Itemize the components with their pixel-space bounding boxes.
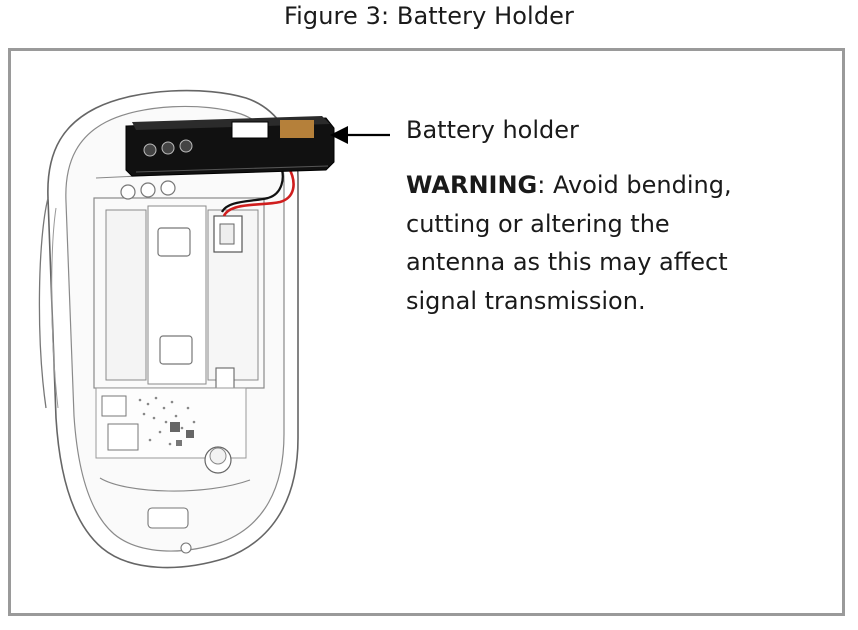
bottom-screw bbox=[180, 542, 192, 554]
warning-text-line1: Avoid bending, bbox=[545, 171, 732, 199]
battery-holder bbox=[125, 116, 335, 177]
pcb-component-2 bbox=[107, 423, 139, 451]
pcb-chip-3 bbox=[176, 440, 182, 446]
antenna-connector-inner bbox=[219, 223, 235, 245]
mount-boss-1 bbox=[120, 184, 136, 200]
black-wire bbox=[221, 163, 284, 213]
device-illustration bbox=[38, 89, 335, 569]
battery-highlight bbox=[135, 165, 329, 173]
warning-text-line4: signal transmission. bbox=[406, 286, 646, 315]
battery-holder-label: Battery holder bbox=[406, 116, 579, 144]
square-latch-top bbox=[157, 227, 191, 257]
battery-contact-2 bbox=[161, 141, 175, 155]
red-wire bbox=[222, 165, 295, 217]
battery-holder-top bbox=[132, 116, 330, 130]
housing-ridge-left-2 bbox=[51, 207, 59, 409]
pcb-dots bbox=[138, 396, 196, 446]
left-arrow-icon bbox=[330, 126, 390, 144]
warning-text-line2: cutting or altering the bbox=[406, 209, 670, 238]
battery-contact-3 bbox=[179, 139, 193, 153]
figure-title: Figure 3: Battery Holder bbox=[283, 2, 574, 30]
warning-separator: : bbox=[537, 171, 546, 199]
pcb-chip-2 bbox=[186, 430, 194, 438]
pcb-chip-1 bbox=[170, 422, 180, 432]
warning-heading: WARNING bbox=[406, 171, 538, 199]
warning-note: WARNING: Avoid bending, cutting or alter… bbox=[406, 166, 826, 320]
mount-boss-2 bbox=[140, 182, 156, 198]
bottom-slot bbox=[147, 507, 189, 529]
compartment-panel-left bbox=[105, 209, 147, 381]
battery-contact-1 bbox=[143, 143, 157, 157]
mount-boss-3 bbox=[160, 180, 176, 196]
battery-window bbox=[231, 121, 269, 139]
pcb-component-1 bbox=[101, 395, 127, 417]
bottom-plate bbox=[99, 477, 251, 492]
square-latch-bottom bbox=[159, 335, 193, 365]
battery-terminal bbox=[280, 120, 314, 138]
housing-ridge-left bbox=[38, 197, 49, 409]
pcb-cap-top bbox=[209, 447, 227, 465]
warning-text-line3: antenna as this may affect bbox=[406, 248, 728, 276]
